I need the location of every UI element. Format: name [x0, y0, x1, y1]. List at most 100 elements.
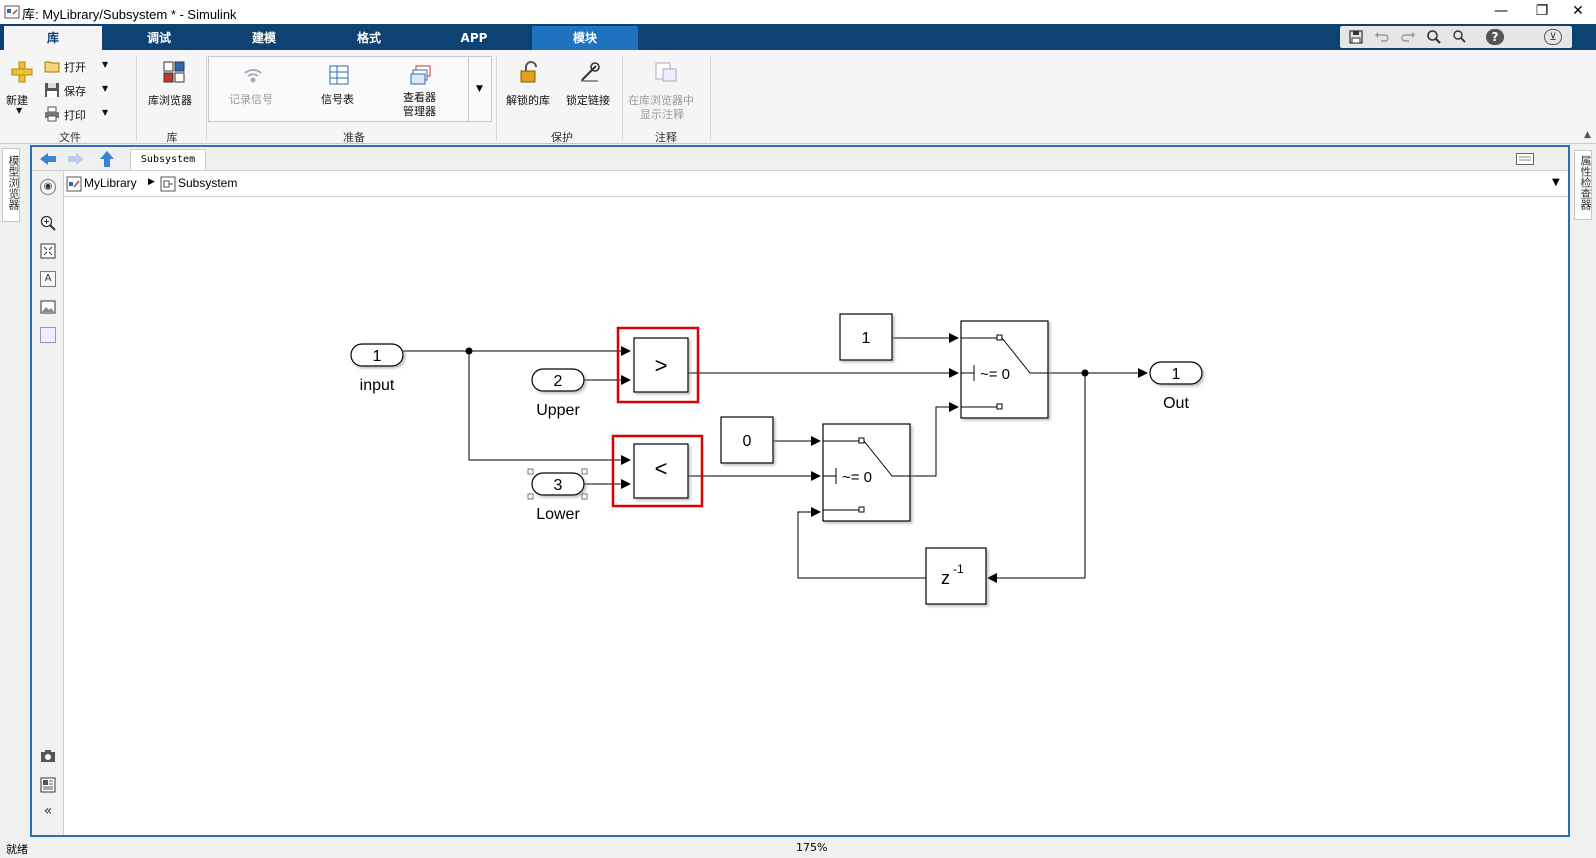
window-title: 库: MyLibrary/Subsystem * - Simulink: [22, 7, 237, 22]
switch-symbol: [823, 437, 910, 513]
subsystem-icon: [160, 176, 176, 192]
tab-debug[interactable]: 调试: [146, 31, 171, 45]
tab-block[interactable]: 模块: [532, 26, 638, 50]
switch-symbol: [961, 334, 1048, 410]
block-diagram: 1 input 2 Upper 3 Lower >: [350, 313, 1203, 605]
constant-1[interactable]: 1: [839, 313, 893, 361]
relational-operator-gt[interactable]: >: [616, 326, 700, 404]
link-lock-icon: [581, 62, 600, 82]
switch-block-1[interactable]: ~= 0: [960, 320, 1049, 419]
redo-icon[interactable]: [1400, 29, 1416, 45]
log-signals-label: 记录信号: [229, 93, 273, 106]
annotation-icon: [655, 62, 677, 82]
keyboard-icon[interactable]: [1516, 153, 1534, 165]
lock-links-button[interactable]: 锁定链接: [562, 58, 620, 120]
up-arrow-icon[interactable]: [98, 150, 116, 168]
outport-number: 1: [1172, 366, 1181, 383]
line-input-to-lt[interactable]: [468, 351, 631, 465]
breadcrumb-child[interactable]: Subsystem: [178, 176, 238, 190]
ribbon-tab-bar: 库 调试 建模 格式 APP 模块 ? ⊻: [0, 24, 1596, 50]
zoom-icon[interactable]: [1452, 29, 1468, 45]
help-icon[interactable]: ?: [1486, 29, 1504, 45]
quick-access-toolbar: ? ⊻: [1340, 26, 1572, 48]
line-delay-to-switch2[interactable]: [797, 507, 926, 579]
area-icon[interactable]: [40, 327, 56, 343]
editor-palette: ◉ A «: [32, 171, 64, 835]
new-button[interactable]: 新建 ▼: [4, 58, 38, 120]
unit-delay-block[interactable]: z -1: [925, 547, 987, 605]
group-separator: [622, 56, 623, 140]
delay-base: z: [941, 568, 950, 588]
outport-out[interactable]: 1 Out: [1149, 361, 1203, 412]
file-group-label: 文件: [59, 131, 81, 144]
snapshot-icon[interactable]: [40, 749, 56, 763]
prepare-gallery: 记录信号 信号表 查看器 管理器: [208, 56, 492, 122]
fit-view-icon[interactable]: [40, 243, 56, 259]
highlight-frame: [611, 434, 704, 508]
inport-number: 2: [554, 373, 563, 390]
hide-browser-icon[interactable]: ◉: [40, 179, 56, 195]
ribbon-body: 新建 ▼ 打开 ▼ 保存 ▼ 打印 ▼ 文件 库浏览器 库: [0, 50, 1596, 144]
table-icon: [329, 65, 349, 85]
restore-button[interactable]: ❐: [1535, 3, 1549, 19]
chevron-down-icon: ▼: [102, 84, 109, 93]
property-inspector-icon[interactable]: [40, 777, 56, 793]
title-bar: 库: MyLibrary/Subsystem * - Simulink — ❐ …: [0, 0, 1596, 24]
inport-upper[interactable]: 2 Upper: [531, 368, 585, 419]
chevron-down-icon: ▼: [102, 108, 109, 117]
highlight-frame: [616, 326, 700, 404]
model-browser-tab[interactable]: 模型浏览器: [2, 148, 20, 222]
back-arrow-icon[interactable]: [38, 151, 58, 167]
relational-operator-lt[interactable]: <: [611, 434, 704, 508]
tab-modeling[interactable]: 建模: [251, 31, 276, 45]
property-inspector-tab[interactable]: 属性检查器: [1574, 150, 1592, 220]
library-group-label: 库: [166, 131, 178, 144]
unlock-library-label: 解锁的库: [506, 94, 550, 107]
minimize-button[interactable]: —: [1494, 3, 1508, 19]
branch-point: [1081, 369, 1089, 377]
undo-icon[interactable]: [1374, 29, 1390, 45]
gallery-expand-icon[interactable]: ▼: [468, 56, 490, 122]
save-button[interactable]: 保存 ▼: [42, 80, 118, 100]
zoom-in-icon[interactable]: [40, 215, 56, 231]
library-browser-icon: [163, 61, 185, 83]
tab-library[interactable]: 库: [4, 26, 102, 50]
diagram-canvas[interactable]: 1 input 2 Upper 3 Lower >: [64, 198, 1568, 835]
line-switch2-to-switch1[interactable]: [910, 402, 959, 477]
close-button[interactable]: ✕: [1572, 3, 1584, 19]
log-signals-button[interactable]: 记录信号: [225, 61, 281, 117]
tab-format[interactable]: 格式: [356, 31, 381, 45]
dock-expand-icon[interactable]: ▲: [1584, 130, 1591, 140]
forward-arrow-icon[interactable]: [66, 151, 86, 167]
breadcrumb-root[interactable]: MyLibrary: [84, 176, 137, 190]
line-out-to-delay[interactable]: [987, 373, 1086, 583]
collapse-ribbon-icon[interactable]: ⊻: [1544, 29, 1562, 45]
simulink-app-icon: [4, 5, 20, 19]
switch-criteria: ~= 0: [980, 366, 1010, 383]
tab-apps[interactable]: APP: [460, 31, 488, 45]
unlock-library-button[interactable]: 解锁的库: [502, 58, 560, 120]
print-button[interactable]: 打印 ▼: [42, 104, 118, 124]
breadcrumb: MyLibrary ▶ Subsystem ▼: [64, 171, 1568, 197]
search-icon[interactable]: [1426, 29, 1442, 45]
viewer-manager-button[interactable]: 查看器 管理器: [393, 61, 449, 121]
inport-input[interactable]: 1 input: [350, 343, 404, 394]
switch-block-2[interactable]: ~= 0: [822, 423, 911, 522]
library-browser-button[interactable]: 库浏览器: [142, 58, 204, 120]
outport-name: Out: [1163, 395, 1189, 412]
signal-table-label: 信号表: [321, 93, 354, 106]
signal-table-button[interactable]: 信号表: [311, 61, 367, 117]
open-button[interactable]: 打开 ▼: [42, 56, 118, 76]
save-icon[interactable]: [1348, 29, 1364, 45]
image-annotation-icon[interactable]: [40, 299, 56, 315]
constant-0[interactable]: 0: [720, 416, 774, 464]
zoom-level[interactable]: 175%: [796, 841, 828, 854]
signal-lines: [403, 333, 1148, 583]
show-annotations-button[interactable]: 在库浏览器中 显示注释: [626, 58, 706, 124]
tab-subsystem[interactable]: Subsystem: [130, 149, 206, 170]
collapse-toolbar-icon[interactable]: «: [43, 803, 53, 819]
text-annotation-icon[interactable]: A: [40, 271, 56, 287]
wifi-signal-icon: [244, 69, 262, 83]
inport-lower[interactable]: 3 Lower: [527, 468, 588, 523]
breadcrumb-dropdown-icon[interactable]: ▼: [1552, 177, 1560, 188]
